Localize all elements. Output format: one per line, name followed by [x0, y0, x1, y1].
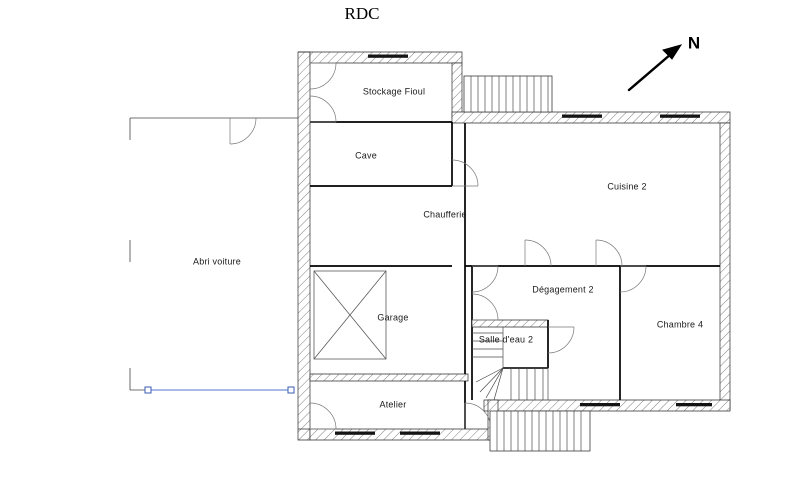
room-label-abri-voiture: Abri voiture — [193, 256, 241, 266]
abri-voiture-outline — [129, 117, 300, 391]
selection-grip-start[interactable] — [144, 386, 152, 394]
doors — [309, 62, 647, 430]
room-label-atelier: Atelier — [380, 399, 407, 409]
window-chambre-south — [676, 403, 712, 407]
window-cuisine-north-1 — [562, 114, 602, 118]
window-atelier-south-2 — [400, 431, 440, 435]
door-chaufferie-east — [524, 239, 552, 267]
door-chambre-4 — [619, 265, 647, 293]
windows — [335, 54, 712, 435]
window-cuisine-north-2 — [660, 114, 700, 118]
north-arrow-icon — [627, 44, 683, 92]
staircase-interior-winder — [472, 327, 549, 401]
selection-grip-end[interactable] — [287, 386, 295, 394]
door-degagement-2 — [471, 293, 499, 321]
selected-wall-segment[interactable] — [144, 386, 295, 394]
room-label-cuisine-2: Cuisine 2 — [607, 181, 646, 191]
door-salle-eau — [547, 326, 575, 354]
north-label: N — [688, 33, 700, 52]
room-label-chambre-4: Chambre 4 — [657, 319, 703, 329]
abri-voiture-door-swing — [229, 117, 257, 145]
window-stockage-north — [368, 54, 408, 58]
staircase-north — [463, 75, 553, 113]
room-label-salle-eau-2: Salle d'eau 2 — [479, 334, 533, 344]
room-label-stockage-fioul: Stockage Fioul — [363, 86, 425, 96]
room-label-degagement-2: Dégagement 2 — [532, 284, 593, 294]
window-atelier-south-1 — [335, 431, 375, 435]
door-atelier-west — [309, 402, 337, 430]
door-stockage-2 — [309, 95, 337, 123]
page-title: RDC — [345, 4, 380, 23]
door-stockage-1 — [309, 62, 337, 90]
staircase-south — [489, 410, 591, 452]
door-cuisine-south — [595, 239, 623, 267]
door-degagement-1 — [471, 265, 499, 293]
window-degagement-south — [580, 403, 620, 407]
room-label-cave: Cave — [355, 150, 377, 160]
door-cave — [451, 159, 479, 187]
room-label-garage: Garage — [377, 312, 408, 322]
room-label-chaufferie: Chaufferie — [423, 209, 466, 219]
garage-door-symbol — [313, 270, 387, 360]
